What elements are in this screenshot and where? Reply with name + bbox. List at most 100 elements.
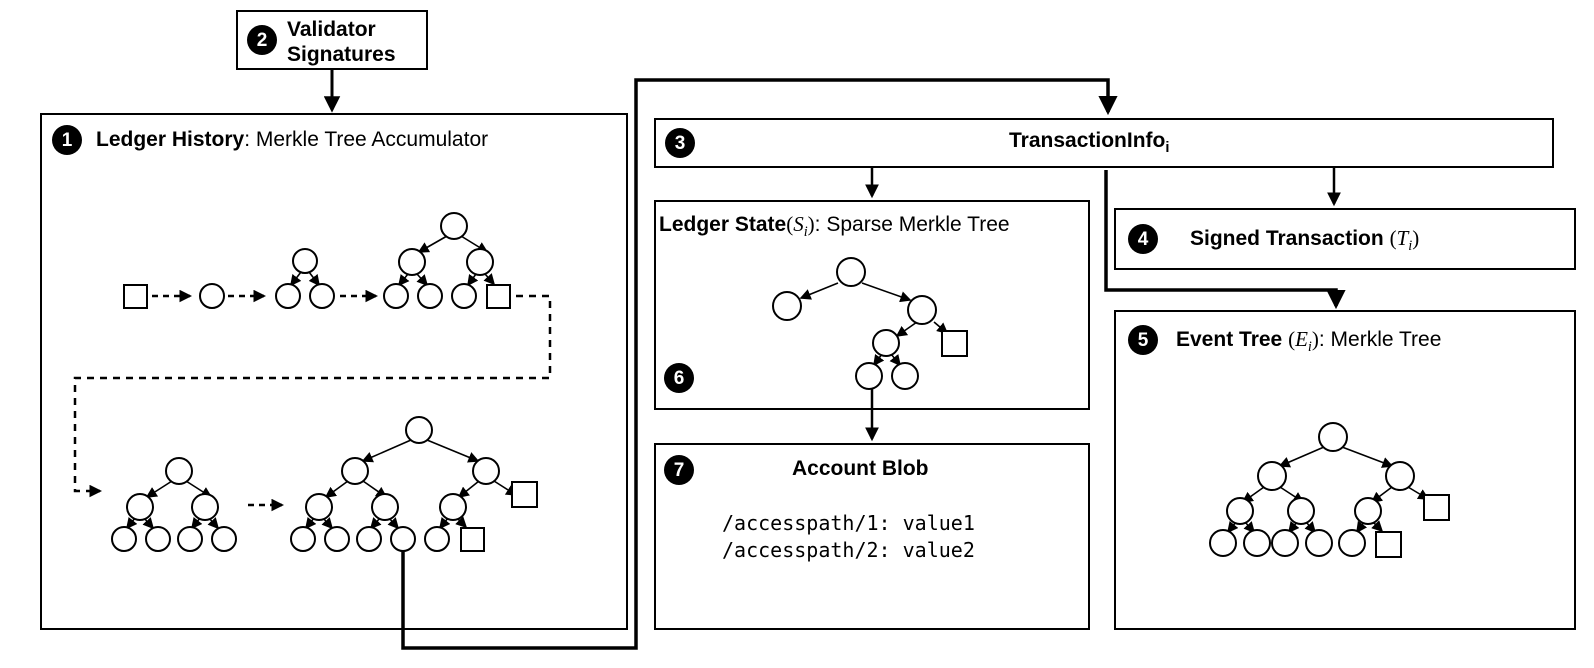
accumulator-node-circle (417, 283, 443, 309)
accumulator-node-circle (111, 526, 137, 552)
connector-signed-transaction-to-event-tree (1104, 170, 1346, 310)
tree-edge (305, 517, 317, 530)
accumulator-node-circle (439, 493, 467, 521)
ledger-state-node-circle (836, 257, 866, 287)
accumulator-node-circle (440, 212, 468, 240)
ledger-history-title: Ledger History: Merkle Tree Accumulator (96, 128, 488, 152)
ledger-history-title-bold: Ledger History (96, 128, 245, 151)
accumulator-node-circle (405, 416, 433, 444)
event-tree-node-circle (1209, 529, 1237, 557)
tree-edge (861, 282, 912, 303)
event-tree-node-square (1423, 494, 1450, 521)
event-tree-math-sub: i (1307, 339, 1312, 356)
ledger-state-paren-close: ) (807, 212, 815, 236)
accumulator-node-circle (356, 526, 382, 552)
ledger-state-node-circle (872, 329, 900, 357)
event-tree-title-bold: Event Tree (1176, 328, 1283, 351)
transaction-info-title-sub: i (1165, 140, 1170, 157)
ledger-state-math-var: S (793, 212, 804, 236)
validator-signatures-box (236, 10, 428, 70)
accumulator-node-circle (324, 526, 350, 552)
ledger-history-box (40, 113, 628, 630)
event-tree-node-circle (1226, 497, 1254, 525)
accumulator-node-circle (383, 283, 409, 309)
tree-edge (799, 282, 839, 300)
accumulator-node-circle (398, 248, 426, 276)
signed-transaction-paren-open: ( (1389, 226, 1397, 250)
validator-signatures-line1: Validator (287, 18, 376, 41)
event-tree-title: Event Tree (Ei): Merkle Tree (1176, 327, 1441, 356)
event-tree-paren-open: ( (1288, 327, 1296, 351)
ledger-state-node-circle (891, 362, 919, 390)
tree-edge (126, 517, 138, 530)
accumulator-node-circle (424, 526, 450, 552)
accumulator-node-circle (292, 248, 318, 274)
event-tree-node-square (1375, 531, 1402, 558)
tree-edge (191, 517, 203, 530)
accumulator-node-circle (275, 283, 301, 309)
transaction-info-title: TransactionInfoi (1009, 129, 1169, 157)
tree-edge (457, 480, 480, 498)
event-tree-title-rest: : Merkle Tree (1318, 328, 1442, 351)
ledger-state-title-rest: : Sparse Merkle Tree (814, 213, 1010, 236)
accumulator-node-circle (451, 283, 477, 309)
badge-3: 3 (665, 128, 695, 158)
accumulator-node-circle (466, 248, 494, 276)
tree-edge (1278, 446, 1325, 468)
signed-transaction-box (1114, 208, 1576, 270)
ledger-state-node-square (941, 330, 968, 357)
account-blob-line-2: /accesspath/2: value2 (722, 538, 975, 562)
tree-edge (145, 480, 173, 498)
account-blob-title-bold: Account Blob (792, 457, 929, 480)
validator-signatures-line2: Signatures (287, 43, 396, 67)
tree-edge (483, 273, 496, 286)
accumulator-dashed-wrap (73, 294, 552, 498)
event-tree-node-circle (1287, 497, 1315, 525)
event-tree-node-circle (1338, 529, 1366, 557)
accumulator-node-circle (309, 283, 335, 309)
accumulator-node-circle (472, 457, 500, 485)
account-blob-title: Account Blob (792, 457, 929, 481)
ledger-state-title: Ledger State(Si): Sparse Merkle Tree (659, 212, 1010, 241)
tree-edge (308, 271, 320, 287)
tree-edge (397, 273, 410, 287)
signed-transaction-math-sub: i (1408, 238, 1413, 255)
badge-2: 2 (247, 25, 277, 55)
ledger-state-node-leaf-linked (855, 362, 883, 390)
accumulator-node-square (486, 284, 511, 309)
accumulator-node-square (123, 284, 148, 309)
ledger-history-title-rest: : Merkle Tree Accumulator (244, 128, 489, 151)
accumulator-node-square (511, 481, 538, 508)
signed-transaction-title-bold: Signed Transaction (1190, 227, 1384, 250)
event-tree-node-circle (1271, 529, 1299, 557)
accumulator-node-circle (145, 526, 171, 552)
event-tree-node-circle (1243, 529, 1271, 557)
account-blob-box (654, 443, 1090, 630)
tree-edge (439, 517, 451, 530)
tree-edge (1341, 446, 1394, 468)
accumulator-node-square (460, 527, 485, 552)
tree-edge (1371, 520, 1384, 533)
tree-edge (416, 273, 429, 287)
event-tree-node-circle (1257, 461, 1287, 491)
transaction-info-title-bold: TransactionInfo (1009, 129, 1166, 152)
tree-edge (467, 273, 479, 287)
accumulator-node-circle (191, 493, 219, 521)
tree-edge (895, 321, 918, 337)
transaction-info-box (654, 118, 1554, 168)
accumulator-node-circle (371, 493, 399, 521)
event-tree-node-circle (1354, 497, 1382, 525)
signed-transaction-title: Signed Transaction (Ti) (1190, 226, 1419, 255)
tree-edge (369, 517, 382, 530)
tree-edge (426, 439, 480, 463)
ledger-state-node-circle (772, 291, 802, 321)
accumulator-node-circle (199, 283, 225, 309)
accumulator-node-circle (305, 493, 333, 521)
account-blob-line-1: /accesspath/1: value1 (722, 511, 975, 535)
tree-edge (889, 353, 902, 367)
accumulator-node-circle (341, 457, 369, 485)
event-tree-node-circle (1318, 422, 1348, 452)
ledger-state-node-circle (907, 295, 937, 325)
